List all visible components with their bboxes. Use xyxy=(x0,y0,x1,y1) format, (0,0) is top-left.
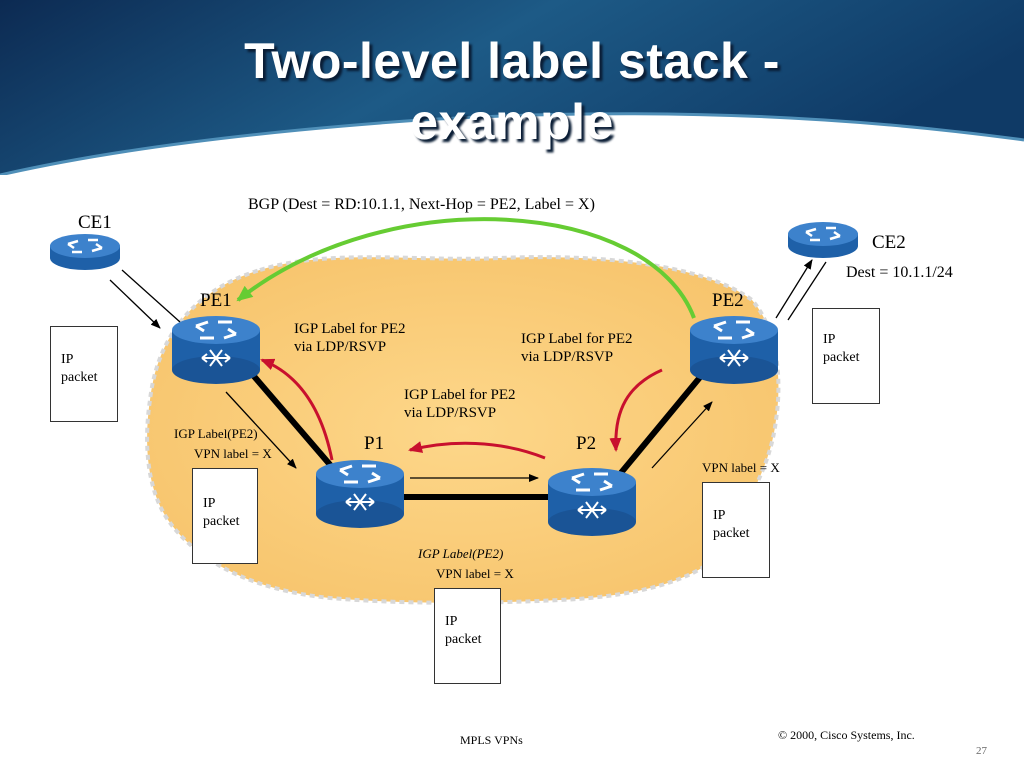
slide-title-line-1: Two-level label stack - xyxy=(244,33,780,89)
node-label-p1: P1 xyxy=(364,433,385,454)
node-label-p2: P2 xyxy=(576,433,597,454)
packet-box-p2-pe2: IP packet xyxy=(702,482,770,578)
pe1-p1-igp-label: IGP Label(PE2) xyxy=(174,426,258,441)
pe1-p1-vpn-label: VPN label = X xyxy=(194,446,272,461)
footer-course-name: MPLS VPNs xyxy=(460,733,523,747)
footer-copyright: © 2000, Cisco Systems, Inc. xyxy=(778,728,915,742)
title-banner xyxy=(0,0,1024,175)
p1-p2-igp-label: IGP Label(PE2) xyxy=(418,546,504,561)
router-pe1-icon xyxy=(172,316,260,384)
router-pe2-icon xyxy=(690,316,778,384)
flow-arrow-ce1-pe1-b xyxy=(121,269,181,323)
ce2-dest-label: Dest = 10.1.1/24 xyxy=(846,264,953,281)
flow-arrow-pe2-ce2-b xyxy=(787,261,827,321)
bgp-advert-arrow xyxy=(236,217,696,319)
page-number: 27 xyxy=(976,745,987,757)
router-p1-icon xyxy=(316,460,404,528)
ldp-arrow-p1-to-pe1 xyxy=(260,358,334,461)
router-ce1-icon xyxy=(50,234,120,270)
link-p2-pe2 xyxy=(617,368,709,476)
ldp-arrow-pe2-to-p2 xyxy=(609,368,663,452)
packet-box-pe2-ce2: IP packet xyxy=(812,308,880,404)
node-label-pe1: PE1 xyxy=(200,290,232,311)
p1-p2-vpn-label: VPN label = X xyxy=(436,566,514,581)
slide-title-line-2: example xyxy=(410,94,614,150)
node-label-pe2: PE2 xyxy=(712,290,744,311)
p2-pe2-vpn-label: VPN label = X xyxy=(702,460,780,475)
router-ce2-icon xyxy=(788,222,858,258)
bgp-advert-label: BGP (Dest = RD:10.1.1, Next-Hop = PE2, L… xyxy=(248,196,595,213)
node-label-ce1: CE1 xyxy=(78,212,112,233)
flow-arrow-ce1-pe1 xyxy=(109,279,161,329)
ldp-arrow-p2-to-p1 xyxy=(408,441,546,460)
flow-arrow-pe1-p1 xyxy=(225,391,297,469)
link-pe1-p1 xyxy=(237,358,341,476)
router-p2-icon xyxy=(548,468,636,536)
flow-arrow-pe2-ce2 xyxy=(775,259,813,319)
flow-arrow-p2-pe2 xyxy=(651,401,713,469)
packet-box-pe1-p1: IP packet xyxy=(192,468,258,564)
packet-box-ce1-pe1: IP packet xyxy=(50,326,118,422)
node-label-ce2: CE2 xyxy=(872,232,906,253)
packet-box-p1-p2: IP packet xyxy=(434,588,501,684)
